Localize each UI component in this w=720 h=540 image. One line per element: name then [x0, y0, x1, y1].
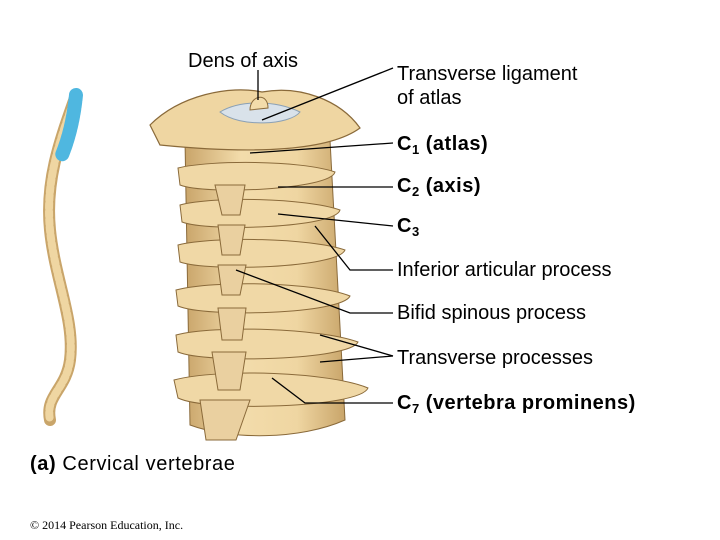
c1-number: 1: [412, 142, 420, 157]
label-transverse-ligament: Transverse ligament of atlas: [397, 62, 577, 110]
label-transverse-ligament-line2: of atlas: [397, 86, 577, 110]
atlas-c1: [150, 90, 360, 150]
c2-number: 2: [412, 184, 420, 199]
figure-caption-text: Cervical vertebrae: [62, 453, 235, 475]
label-c2-axis: C2 (axis): [397, 174, 481, 204]
figure-caption: (a) Cervical vertebrae: [30, 453, 236, 476]
c3-number: 3: [412, 224, 420, 239]
label-transverse-processes: Transverse processes: [397, 346, 593, 370]
label-c1-atlas: C1 (atlas): [397, 132, 488, 162]
label-transverse-ligament-line1: Transverse ligament: [397, 62, 577, 86]
c7-text: (vertebra prominens): [426, 392, 636, 414]
c7-number: 7: [412, 401, 420, 416]
label-bifid-spinous-process: Bifid spinous process: [397, 301, 586, 325]
c1-text: (atlas): [426, 133, 488, 155]
label-inferior-articular-process: Inferior articular process: [397, 258, 612, 282]
figure-caption-tag: (a): [30, 453, 56, 475]
label-c3: C3: [397, 214, 420, 244]
label-dens-of-axis: Dens of axis: [188, 49, 298, 73]
c1-letter: C: [397, 133, 412, 155]
c3-letter: C: [397, 215, 412, 237]
c2-letter: C: [397, 175, 412, 197]
c7-letter: C: [397, 392, 412, 414]
c2-text: (axis): [426, 175, 481, 197]
copyright-notice: © 2014 Pearson Education, Inc.: [30, 518, 183, 533]
label-c7-vertebra-prominens: C7 (vertebra prominens): [397, 391, 636, 421]
